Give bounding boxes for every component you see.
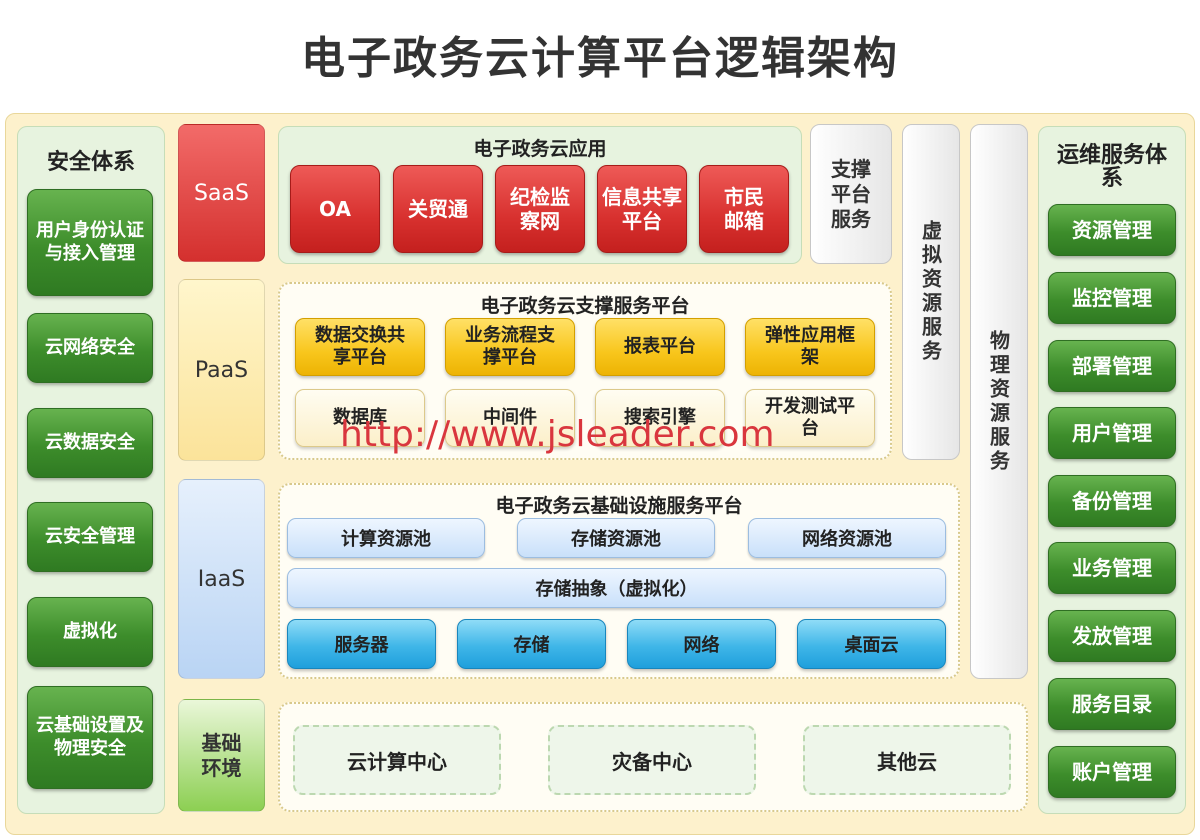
apps-header: 电子政务云应用	[473, 138, 607, 160]
support-middleware[interactable]: 中间件	[445, 389, 575, 447]
ops-user[interactable]: 用户管理	[1048, 407, 1176, 459]
ops-catalog[interactable]: 服务目录	[1048, 678, 1176, 730]
security-header: 安全体系	[46, 150, 135, 175]
ops-monitor[interactable]: 监控管理	[1048, 272, 1176, 324]
support-workflow[interactable]: 业务流程支撑平台	[445, 318, 575, 376]
ops-resource[interactable]: 资源管理	[1048, 204, 1176, 256]
ops-business[interactable]: 业务管理	[1048, 542, 1176, 594]
app-guanmaotong[interactable]: 关贸通	[393, 165, 483, 253]
column-support-service-label: 支撑平台服务	[831, 156, 871, 231]
hw-storage[interactable]: 存储	[457, 619, 606, 669]
app-citizen-mail[interactable]: 市民邮箱	[699, 165, 789, 253]
security-item-management[interactable]: 云安全管理	[27, 502, 153, 572]
support-data-exchange[interactable]: 数据交换共享平台	[295, 318, 425, 376]
hw-server[interactable]: 服务器	[287, 619, 436, 669]
app-oa[interactable]: OA	[290, 165, 380, 253]
ops-backup[interactable]: 备份管理	[1048, 475, 1176, 527]
base-dr-center[interactable]: 灾备中心	[548, 725, 756, 795]
watermark-url: http://www.jsleader.com	[340, 414, 775, 455]
ops-deploy[interactable]: 部署管理	[1048, 340, 1176, 392]
security-item-identity[interactable]: 用户身份认证与接入管理	[27, 189, 153, 296]
pool-compute[interactable]: 计算资源池	[287, 518, 485, 558]
storage-abstraction[interactable]: 存储抽象（虚拟化）	[287, 568, 946, 608]
hw-desktop-cloud[interactable]: 桌面云	[797, 619, 946, 669]
ops-provision[interactable]: 发放管理	[1048, 610, 1176, 662]
base-other-cloud[interactable]: 其他云	[803, 725, 1011, 795]
column-virtual-resource-label: 虚拟资源服务	[918, 220, 943, 364]
security-item-virtualization[interactable]: 虚拟化	[27, 597, 153, 667]
security-item-physical[interactable]: 云基础设置及物理安全	[27, 686, 153, 789]
layer-saas: SaaS	[178, 124, 265, 262]
base-cloud-center[interactable]: 云计算中心	[293, 725, 501, 795]
layer-base: 基础环境	[178, 699, 265, 812]
security-item-data[interactable]: 云数据安全	[27, 408, 153, 478]
column-support-service: 支撑平台服务	[810, 124, 892, 264]
app-info-share[interactable]: 信息共享平台	[597, 165, 687, 253]
support-report[interactable]: 报表平台	[595, 318, 725, 376]
security-item-network[interactable]: 云网络安全	[27, 313, 153, 383]
ops-header: 运维服务体系	[1056, 143, 1167, 192]
support-elastic-app[interactable]: 弹性应用框架	[745, 318, 875, 376]
support-header: 电子政务云支撑服务平台	[480, 295, 690, 317]
app-jijian[interactable]: 纪检监察网	[495, 165, 585, 253]
column-physical-resource-label: 物理资源服务	[986, 329, 1011, 474]
infra-header: 电子政务云基础设施服务平台	[495, 495, 743, 517]
ops-account[interactable]: 账户管理	[1048, 746, 1176, 798]
layer-paas: PaaS	[178, 279, 265, 461]
support-search-engine[interactable]: 搜索引擎	[595, 389, 725, 447]
pool-network[interactable]: 网络资源池	[748, 518, 946, 558]
support-database[interactable]: 数据库	[295, 389, 425, 447]
support-dev-test[interactable]: 开发测试平台	[745, 389, 875, 447]
hw-network[interactable]: 网络	[627, 619, 776, 669]
pool-storage[interactable]: 存储资源池	[517, 518, 715, 558]
column-physical-resource: 物理资源服务	[970, 124, 1028, 679]
page-title: 电子政务云计算平台逻辑架构	[301, 33, 899, 84]
column-virtual-resource: 虚拟资源服务	[902, 124, 960, 460]
layer-iaas: IaaS	[178, 479, 265, 679]
